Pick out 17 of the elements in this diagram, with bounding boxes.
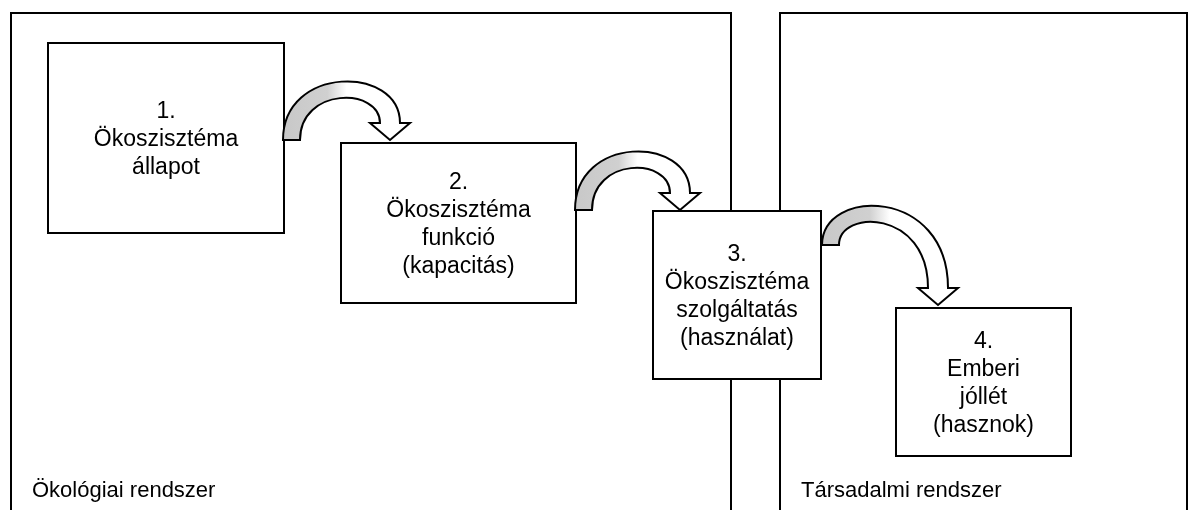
step-number: 4. xyxy=(973,326,994,354)
step-box xyxy=(340,142,577,304)
step-text: Ökoszisztéma szolgáltatás (használat) xyxy=(664,267,810,351)
curved-arrow xyxy=(282,80,411,141)
step-text: Ökoszisztéma funkció (kapacitás) xyxy=(385,195,532,279)
curved-arrow xyxy=(574,150,701,211)
step-box xyxy=(652,210,822,380)
step-number: 1. xyxy=(156,96,176,124)
step-number: 3. xyxy=(727,239,747,267)
system-label: Társadalmi rendszer xyxy=(801,476,1002,504)
step-box xyxy=(47,42,285,234)
step-box xyxy=(895,307,1072,457)
step-text: Ökoszisztéma állapot xyxy=(92,124,240,180)
system-label: Ökológiai rendszer xyxy=(32,476,216,504)
step-number: 2. xyxy=(448,167,469,195)
curved-arrow xyxy=(821,204,959,306)
step-text: Emberi jóllét (hasznok) xyxy=(932,354,1035,438)
